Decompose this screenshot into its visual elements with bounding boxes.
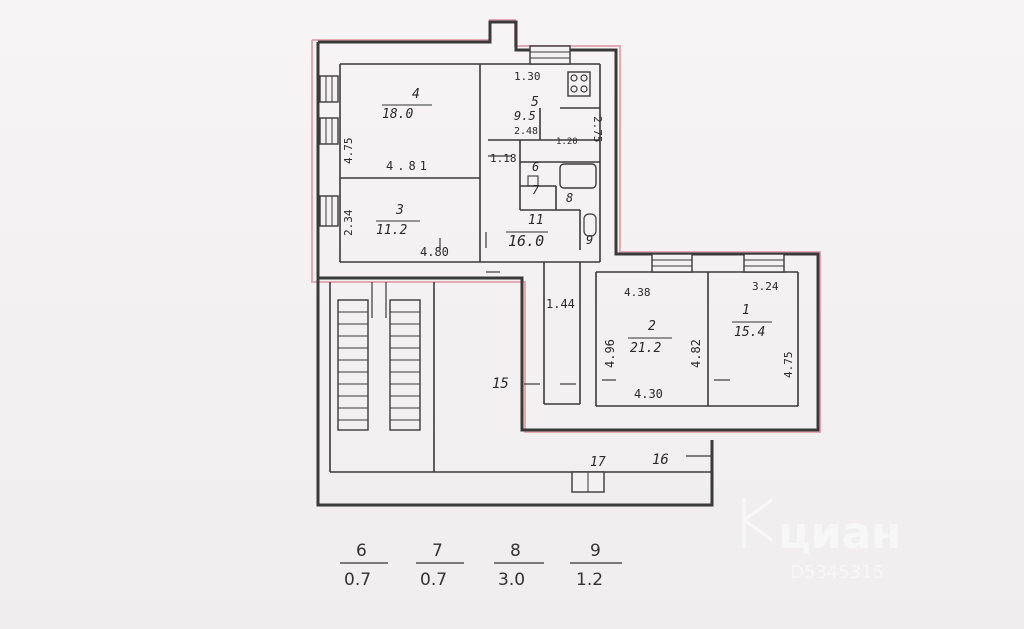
dim-4-82: 4.82 bbox=[689, 339, 703, 368]
watermark-brand: циан bbox=[778, 508, 902, 559]
dim-4-75-right: 4.75 bbox=[782, 352, 795, 379]
legend-item-9-number: 9 bbox=[590, 541, 601, 561]
dim-3-24: 3.24 bbox=[752, 280, 779, 293]
room-4-area: 18.0 bbox=[382, 107, 413, 122]
room-8-number: 8 bbox=[566, 191, 573, 205]
room-2-number: 2 bbox=[648, 319, 656, 334]
dim-4-81: 4.81 bbox=[386, 159, 431, 173]
dim-1-44: 1.44 bbox=[546, 297, 575, 311]
dim-2-75: 2.75 bbox=[591, 116, 604, 143]
stairs bbox=[337, 282, 421, 431]
area-legend: 6 0.7 7 0.7 8 3.0 9 1.2 bbox=[340, 541, 622, 590]
outline-trace bbox=[311, 19, 821, 433]
watermark: циан D5345315 bbox=[742, 498, 902, 583]
room-3-area: 11.2 bbox=[376, 223, 407, 238]
room-4-number: 4 bbox=[412, 87, 420, 102]
room-5-area: 9.5 bbox=[514, 109, 536, 123]
legend-item-8-number: 8 bbox=[510, 541, 521, 561]
room-9-number: 9 bbox=[586, 233, 593, 247]
room-7-number: 7 bbox=[532, 183, 540, 197]
watermark-logo-icon bbox=[742, 498, 773, 548]
dim-4-30: 4.30 bbox=[634, 387, 663, 401]
room-1-area: 15.4 bbox=[734, 325, 765, 340]
label-16: 16 bbox=[652, 452, 669, 468]
dimension-ticks bbox=[439, 155, 730, 385]
room-11-area: 16.0 bbox=[508, 232, 544, 250]
dim-1-18: 1.18 bbox=[490, 152, 517, 165]
windows bbox=[319, 45, 785, 493]
legend-item-7-area: 0.7 bbox=[420, 570, 447, 590]
dim-4-38: 4.38 bbox=[624, 286, 651, 299]
dim-1-20: 1.20 bbox=[556, 137, 578, 147]
dim-1-30: 1.30 bbox=[514, 70, 541, 83]
legend-item-8-area: 3.0 bbox=[498, 570, 525, 590]
room-2-area: 21.2 bbox=[630, 341, 661, 356]
interior-walls bbox=[339, 63, 799, 407]
dim-4-75-left: 4.75 bbox=[342, 138, 355, 165]
legend-item-9-area: 1.2 bbox=[576, 570, 603, 590]
legend-item-7-number: 7 bbox=[432, 541, 443, 561]
room-11-number: 11 bbox=[528, 213, 544, 228]
room-5-number: 5 bbox=[531, 95, 539, 110]
legend-item-6-area: 0.7 bbox=[344, 570, 371, 590]
legend-item-6-number: 6 bbox=[356, 541, 367, 561]
outer-wall bbox=[316, 20, 820, 432]
dim-4-80: 4.80 bbox=[420, 245, 449, 259]
room-3-number: 3 bbox=[395, 203, 404, 218]
fixtures bbox=[527, 71, 597, 237]
watermark-code: D5345315 bbox=[790, 562, 884, 583]
dim-4-96: 4.96 bbox=[603, 339, 617, 368]
corridor-label-15: 15 bbox=[492, 376, 509, 392]
room-1-number: 1 bbox=[742, 303, 750, 318]
dim-2-34: 2.34 bbox=[342, 209, 355, 236]
label-17: 17 bbox=[590, 455, 606, 470]
dim-2-48: 2.48 bbox=[514, 126, 538, 137]
room-6-number: 6 bbox=[532, 160, 539, 174]
